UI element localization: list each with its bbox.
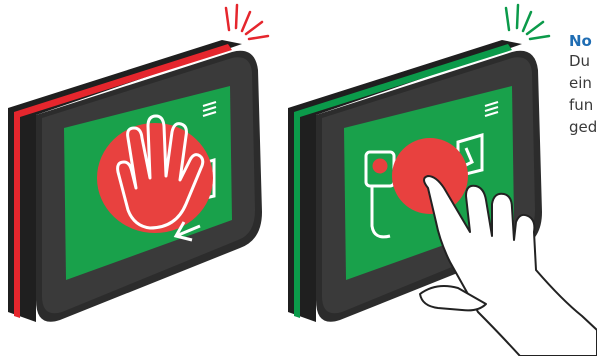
caption-line-3: fun [569,94,597,116]
caption-line-2: ein [569,72,597,94]
right-emergency-panel [288,5,597,356]
caption-line-1: Du [569,50,597,72]
caption: No Du ein fun ged [569,32,597,138]
green-signal-icon [506,5,549,39]
left-emergency-panel [8,5,268,322]
red-signal-icon [226,5,268,39]
caption-line-4: ged [569,116,597,138]
caption-title: No [569,32,597,50]
